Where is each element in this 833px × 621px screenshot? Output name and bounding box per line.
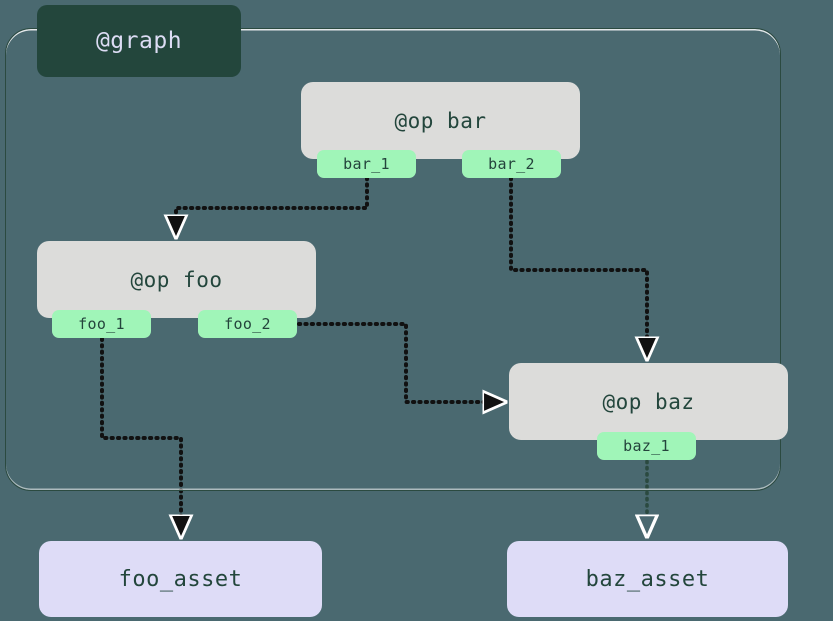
graph-title: @graph <box>37 5 241 77</box>
port-foo-1[interactable]: foo_1 <box>52 310 151 338</box>
op-node-baz[interactable]: @op baz <box>509 363 788 440</box>
graph-container <box>5 28 781 491</box>
port-bar-1[interactable]: bar_1 <box>317 150 416 178</box>
port-baz-1[interactable]: baz_1 <box>597 432 696 460</box>
op-node-bar[interactable]: @op bar <box>301 82 580 159</box>
port-foo-2-label: foo_2 <box>224 315 271 333</box>
op-node-bar-label: @op bar <box>394 108 487 133</box>
asset-node-foo-asset[interactable]: foo_asset <box>39 541 322 617</box>
asset-node-foo-asset-label: foo_asset <box>118 566 243 592</box>
port-foo-2[interactable]: foo_2 <box>198 310 297 338</box>
port-bar-1-label: bar_1 <box>343 155 390 173</box>
port-foo-1-label: foo_1 <box>78 315 125 333</box>
port-bar-2-label: bar_2 <box>488 155 535 173</box>
asset-node-baz-asset[interactable]: baz_asset <box>507 541 788 617</box>
graph-title-label: @graph <box>95 28 183 54</box>
asset-node-baz-asset-label: baz_asset <box>585 566 710 592</box>
op-node-foo[interactable]: @op foo <box>37 241 316 318</box>
port-bar-2[interactable]: bar_2 <box>462 150 561 178</box>
op-node-foo-label: @op foo <box>130 267 223 292</box>
op-node-baz-label: @op baz <box>602 389 695 414</box>
port-baz-1-label: baz_1 <box>623 437 670 455</box>
